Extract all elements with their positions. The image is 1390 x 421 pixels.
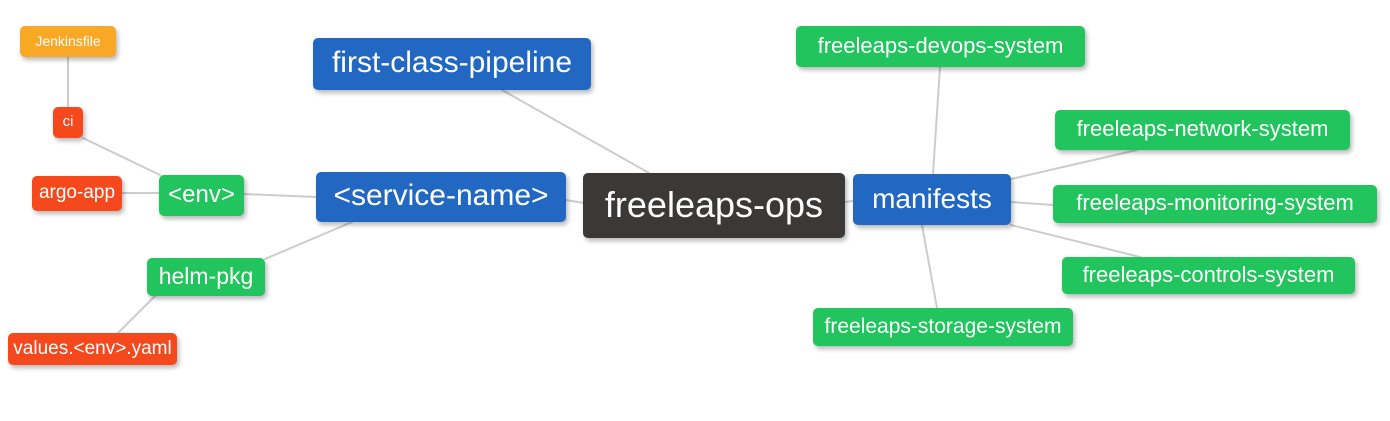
node-label: freeleaps-ops xyxy=(604,183,824,225)
edge-manifests-monitoring-system xyxy=(1010,201,1054,206)
node-first-class-pipeline[interactable]: first-class-pipeline xyxy=(313,38,591,90)
edge-service-name-helm-pkg xyxy=(264,221,353,260)
node-label: argo-app xyxy=(38,182,116,203)
node-label: freeleaps-monitoring-system xyxy=(1076,190,1354,215)
edge-manifests-storage-system xyxy=(921,224,938,309)
edge-env-ci xyxy=(82,137,161,176)
node-storage-system[interactable]: freeleaps-storage-system xyxy=(813,308,1073,346)
node-label: freeleaps-controls-system xyxy=(1082,261,1335,287)
node-label: freeleaps-network-system xyxy=(1076,116,1329,141)
node-service-name[interactable]: <service-name> xyxy=(316,172,566,222)
node-jenkinsfile[interactable]: Jenkinsfile xyxy=(20,26,116,57)
edge-helm-pkg-values-env-yaml xyxy=(117,295,156,334)
node-label: freeleaps-devops-system xyxy=(817,32,1064,58)
node-label: first-class-pipeline xyxy=(331,46,573,79)
node-label: <env> xyxy=(168,180,235,208)
edge-manifests-devops-system xyxy=(932,66,941,175)
node-controls-system[interactable]: freeleaps-controls-system xyxy=(1062,257,1355,294)
node-devops-system[interactable]: freeleaps-devops-system xyxy=(796,26,1085,67)
node-argo-app[interactable]: argo-app xyxy=(32,176,122,211)
edge-manifests-network-system xyxy=(1010,149,1138,180)
node-monitoring-system[interactable]: freeleaps-monitoring-system xyxy=(1053,185,1377,223)
edge-freeleaps-ops-first-class-pipeline xyxy=(501,89,650,174)
edge-service-name-env xyxy=(243,193,317,198)
node-values-env-yaml[interactable]: values.<env>.yaml xyxy=(8,333,177,365)
node-label: manifests xyxy=(872,182,992,214)
node-label: ci xyxy=(62,113,74,130)
node-label: Jenkinsfile xyxy=(35,32,101,49)
node-manifests[interactable]: manifests xyxy=(853,174,1011,225)
node-label: helm-pkg xyxy=(158,262,254,289)
node-ci[interactable]: ci xyxy=(53,107,83,138)
edge-freeleaps-ops-service-name xyxy=(565,199,585,204)
node-network-system[interactable]: freeleaps-network-system xyxy=(1055,110,1350,150)
node-label: <service-name> xyxy=(333,179,549,212)
node-helm-pkg[interactable]: helm-pkg xyxy=(147,258,265,296)
node-label: freeleaps-storage-system xyxy=(824,314,1062,338)
edge-manifests-controls-system xyxy=(1010,224,1141,258)
node-freeleaps-ops[interactable]: freeleaps-ops xyxy=(583,173,845,238)
edge-freeleaps-ops-manifests xyxy=(844,200,854,203)
node-env[interactable]: <env> xyxy=(159,175,244,216)
node-label: values.<env>.yaml xyxy=(13,337,172,359)
